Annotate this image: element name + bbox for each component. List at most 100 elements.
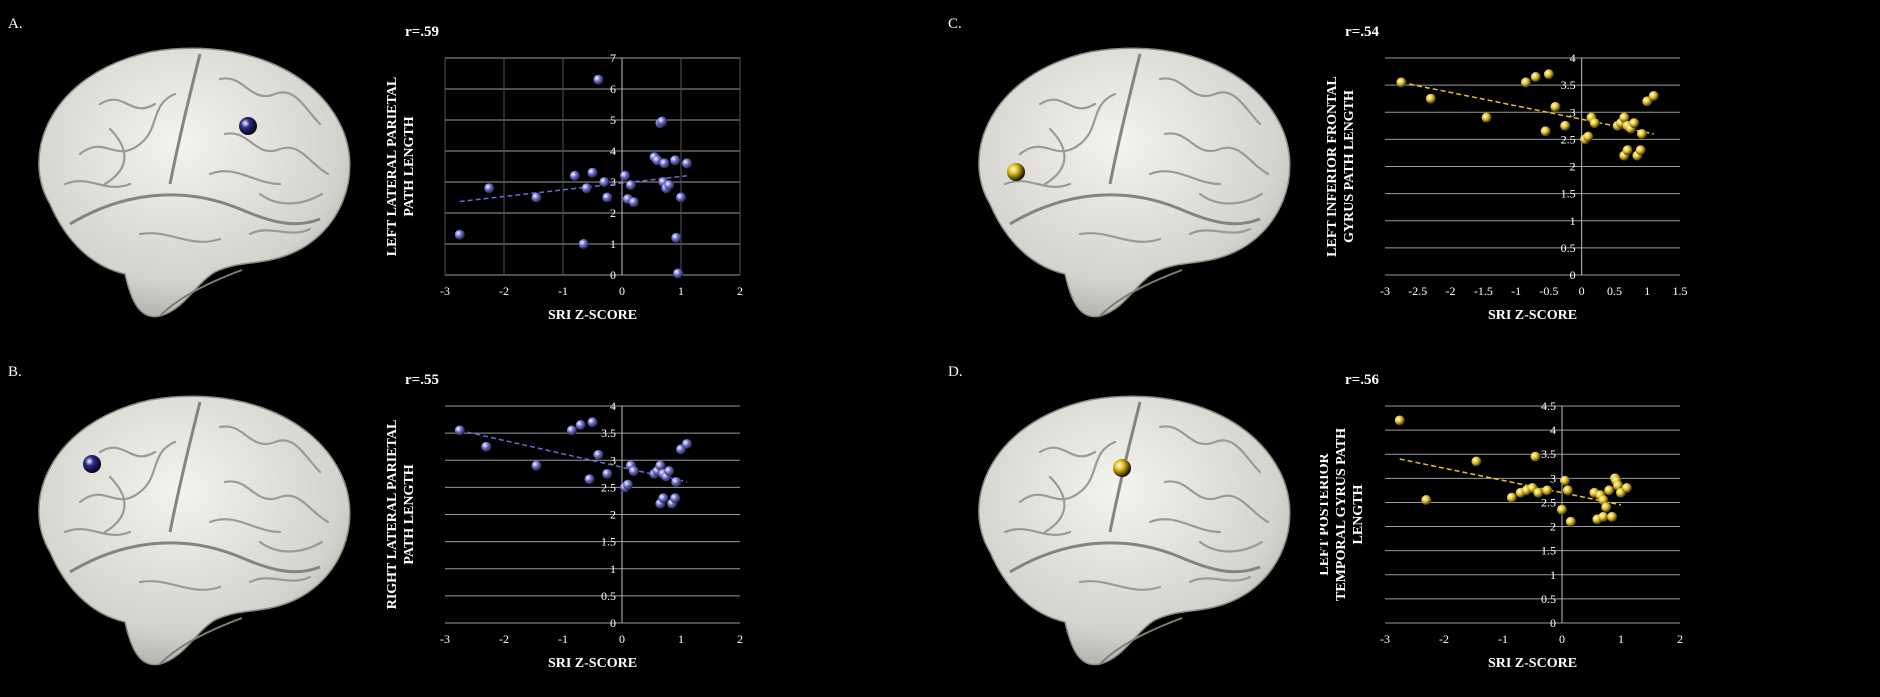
brain-gyrus-fold [1038, 446, 1097, 458]
brain-gyrus-fold [103, 127, 126, 186]
data-point [664, 466, 675, 477]
y-tick-label: 3.5 [1541, 447, 1556, 461]
x-tick-label: -3 [1380, 632, 1390, 646]
x-tick-label: -3 [440, 284, 450, 298]
y-tick-label: 4 [610, 144, 616, 158]
x-tick-label: 1 [1644, 284, 1650, 298]
x-tick-label: 2 [737, 284, 743, 298]
y-tick-label: 0 [610, 268, 616, 282]
brain-gyrus-fold [78, 440, 177, 504]
y-tick-label: 0 [1550, 616, 1556, 630]
data-point [1583, 131, 1594, 142]
data-point [1619, 112, 1630, 123]
y-tick-label: 2 [1570, 160, 1576, 174]
x-tick-label: 1 [678, 632, 684, 646]
y-tick-label: 3.5 [601, 426, 616, 440]
data-point [658, 493, 669, 504]
lateral-sulcus [69, 541, 321, 574]
x-tick-label: -1.5 [1474, 284, 1493, 298]
x-tick-label: -2 [499, 632, 509, 646]
data-point [1560, 120, 1571, 131]
brain-illustration [978, 395, 1291, 666]
data-point [1471, 456, 1482, 467]
data-point [587, 167, 598, 178]
brain-hemisphere [38, 395, 351, 666]
y-tick-label: 1.5 [1541, 544, 1556, 558]
x-tick-label: -1 [558, 284, 568, 298]
data-point [1601, 502, 1612, 513]
y-tick-label: 0.5 [1561, 241, 1576, 255]
data-point [575, 419, 586, 430]
y-tick-label: 1 [610, 562, 616, 576]
trend-line [1399, 458, 1622, 506]
x-tick-label: 1.5 [1673, 284, 1688, 298]
data-point [1559, 475, 1570, 486]
data-point [531, 460, 542, 471]
y-tick-label: 4 [1550, 423, 1556, 437]
y-axis-label: PATH LENGTH [402, 116, 417, 216]
y-tick-label: 1.5 [601, 535, 616, 549]
brain-stem-fold [159, 617, 243, 665]
y-tick-label: 4 [610, 399, 616, 413]
brain-gyrus-fold [138, 232, 222, 243]
brain-gyrus-fold [1198, 192, 1264, 205]
data-point [481, 441, 492, 452]
brain-gyrus-fold [1163, 132, 1270, 176]
lateral-sulcus [1009, 193, 1261, 226]
y-tick-label: 1.5 [1561, 187, 1576, 201]
data-point [1607, 511, 1618, 522]
trend-line [1401, 81, 1654, 135]
brain-illustration [38, 47, 351, 318]
brain-gyrus-fold [208, 170, 282, 186]
data-point [628, 466, 639, 477]
brain-gyrus-fold [1078, 580, 1162, 591]
x-tick-label: -1 [1498, 632, 1508, 646]
central-sulcus [1108, 53, 1142, 185]
lateral-sulcus [1009, 541, 1261, 574]
y-tick-label: 3.5 [1561, 78, 1576, 92]
brain-hemisphere [978, 395, 1291, 666]
brain-illustration [978, 47, 1291, 318]
x-tick-label: -1 [558, 632, 568, 646]
x-axis-label: SRI Z-SCORE [1488, 656, 1577, 671]
x-tick-label: 1 [678, 284, 684, 298]
brain-gyrus-fold [1038, 98, 1097, 110]
data-point [622, 479, 633, 490]
brain-gyrus-fold [1003, 528, 1072, 536]
y-tick-label: 2 [610, 508, 616, 522]
data-point [1562, 485, 1573, 496]
y-tick-label: 2.5 [1541, 495, 1556, 509]
data-point [1540, 126, 1551, 137]
x-tick-label: -2 [499, 284, 509, 298]
brain-gyrus-fold [1078, 232, 1162, 243]
x-tick-label: -0.5 [1539, 284, 1558, 298]
data-point [1396, 77, 1407, 88]
brain-gyrus-fold [1043, 127, 1066, 186]
data-point [670, 493, 681, 504]
brain-stem-fold [159, 269, 243, 317]
data-point [619, 170, 630, 181]
data-point [1635, 145, 1646, 156]
data-point [1550, 101, 1561, 112]
lateral-sulcus [69, 193, 321, 226]
data-point [587, 417, 598, 428]
x-tick-label: -3 [440, 632, 450, 646]
brain-gyrus-fold [63, 180, 132, 188]
data-point [657, 116, 668, 127]
chart-title: r=.56 [1345, 372, 1379, 388]
data-point [581, 183, 592, 194]
brain-gyrus-fold [1158, 425, 1262, 474]
y-tick-label: 2.5 [601, 480, 616, 494]
brain-gyrus-fold [223, 480, 330, 524]
y-tick-label: 0.5 [1541, 592, 1556, 606]
brain-gyrus-fold [1188, 575, 1252, 584]
data-point [1506, 492, 1517, 503]
data-point [1598, 511, 1609, 522]
data-point [454, 229, 465, 240]
brain-gyrus-fold [218, 77, 322, 126]
x-tick-label: 1 [1618, 632, 1624, 646]
brain-gyrus-fold [1198, 540, 1264, 553]
y-axis-label: PATH LENGTH [402, 464, 417, 564]
